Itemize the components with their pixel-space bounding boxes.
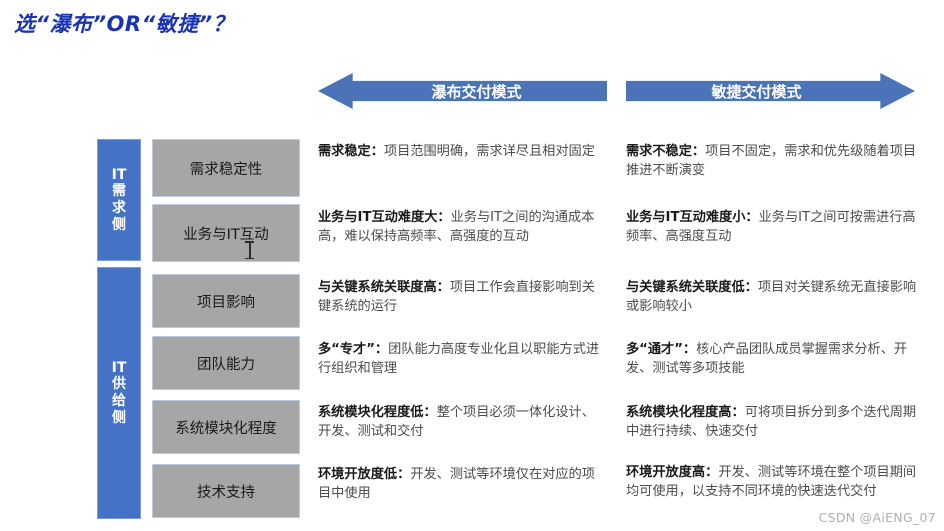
dimension-box: 系统模块化程度 [152,400,300,454]
dimension-box: 技术支持 [152,464,300,518]
waterfall-cell-key: 业务与IT互动难度大： [318,210,451,225]
agile-cell-key: 多“通才”： [626,342,697,357]
waterfall-cell: 业务与IT互动难度大：业务与IT之间的沟通成本高，难以保持高频率、高强度的互动 [318,209,608,246]
agile-cell-text: 项目对关键系统无直接影响或影响较小 [626,280,917,314]
waterfall-cell: 系统模块化程度低：整个项目必须一体化设计、开发、测试和交付 [318,404,608,441]
agile-cell-text: 开发、测试等环境在整个项目期间均可使用，以支持不同环境的快速迭代交付 [626,465,917,499]
dimension-label: 业务与IT互动 [183,226,269,243]
agile-cell-key: 系统模块化程度高： [626,405,745,420]
dimension-label: 系统模块化程度 [175,420,277,437]
dimension-box: 团队能力 [152,336,300,390]
agile-cell-key: 业务与IT互动难度小： [626,210,759,225]
waterfall-cell-text: 项目工作会直接影响到关键系统的运行 [318,280,595,314]
dimension-label: 项目影响 [197,294,255,311]
dimension-box: 需求稳定性 [152,139,300,197]
dimension-box: 项目影响 [152,274,300,328]
agile-cell: 多“通才”：核心产品团队成员掌握需求分析、开发、测试等多项技能 [626,341,922,378]
waterfall-cell-key: 多“专才”： [318,342,389,357]
waterfall-cell-key: 与关键系统关联度高： [318,280,450,295]
page-title: 选“瀑布”OR“敏捷”？ [14,12,235,36]
category-it-supply-side-label: IT供给侧 [111,359,127,426]
agile-cell: 需求不稳定：项目不固定，需求和优先级随着项目推进不断演变 [626,143,922,180]
agile-mode-label: 敏捷交付模式 [711,82,802,101]
category-it-demand-side: IT需求侧 [97,139,141,261]
waterfall-cell-text: 整个项目必须一体化设计、开发、测试和交付 [318,405,595,439]
dimension-label: 技术支持 [197,484,255,501]
agile-cell-key: 与关键系统关联度低： [626,280,758,295]
waterfall-cell-key: 环境开放度低： [318,467,411,482]
waterfall-cell-text: 项目范围明确，需求详尽且相对固定 [383,144,595,159]
waterfall-cell: 环境开放度低：开发、测试等环境仅在对应的项目中使用 [318,466,608,503]
agile-mode-arrow: 敏捷交付模式 [626,73,915,109]
waterfall-cell-key: 系统模块化程度低： [318,405,437,420]
dimension-box: 业务与IT互动 [152,204,300,262]
waterfall-cell-text: 团队能力高度专业化且以职能方式进行组织和管理 [318,342,600,376]
category-it-supply-side: IT供给侧 [97,267,141,519]
agile-cell: 与关键系统关联度低：项目对关键系统无直接影响或影响较小 [626,279,922,316]
agile-cell: 系统模块化程度高：可将项目拆分到多个迭代周期中进行持续、快速交付 [626,404,922,441]
waterfall-mode-arrow: 瀑布交付模式 [318,73,607,109]
waterfall-cell-text: 业务与IT之间的沟通成本高，难以保持高频率、高强度的互动 [318,210,595,244]
agile-cell-key: 需求不稳定： [626,144,706,159]
watermark: CSDN @AiENG_07 [818,510,936,525]
category-it-demand-side-label: IT需求侧 [111,166,127,233]
agile-cell-text: 核心产品团队成员掌握需求分析、开发、测试等多项技能 [626,342,908,376]
dimension-label: 需求稳定性 [189,161,263,178]
agile-cell: 环境开放度高：开发、测试等环境在整个项目期间均可使用，以支持不同环境的快速迭代交… [626,464,922,501]
waterfall-cell-text: 开发、测试等环境仅在对应的项目中使用 [318,467,595,501]
dimension-label: 团队能力 [197,356,255,373]
agile-cell-text: 项目不固定，需求和优先级随着项目推进不断演变 [626,144,917,178]
agile-cell-text: 业务与IT之间可按需进行高频率、高强度互动 [626,210,916,244]
waterfall-cell: 与关键系统关联度高：项目工作会直接影响到关键系统的运行 [318,279,608,316]
waterfall-mode-label: 瀑布交付模式 [431,82,522,101]
waterfall-cell: 多“专才”：团队能力高度专业化且以职能方式进行组织和管理 [318,341,608,378]
agile-cell-text: 可将项目拆分到多个迭代周期中进行持续、快速交付 [626,405,917,439]
agile-cell-key: 环境开放度高： [626,465,719,480]
waterfall-cell: 需求稳定：项目范围明确，需求详尽且相对固定 [318,143,608,162]
waterfall-cell-key: 需求稳定： [318,144,384,159]
agile-cell: 业务与IT互动难度小：业务与IT之间可按需进行高频率、高强度互动 [626,209,922,246]
